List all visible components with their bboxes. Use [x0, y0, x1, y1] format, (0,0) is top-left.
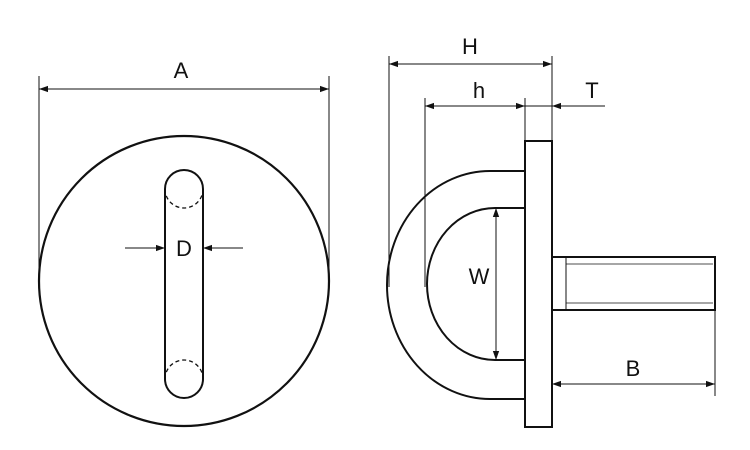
base-plate-circle	[37, 134, 331, 428]
side-view: H h T W B	[386, 34, 716, 428]
dim-label-w: W	[469, 264, 490, 289]
dim-label-d: D	[176, 236, 192, 261]
front-view: A D	[37, 58, 331, 428]
dim-label-t: T	[585, 78, 598, 103]
threaded-stud	[551, 256, 716, 311]
bail-outer-curve	[386, 170, 525, 400]
slot-outline	[164, 169, 204, 399]
plate-side-profile	[524, 140, 553, 428]
dim-label-h-lower: h	[473, 78, 485, 103]
dim-label-a: A	[174, 58, 189, 83]
slot-bottom-hidden-arc	[164, 359, 204, 380]
dim-label-h-upper: H	[462, 34, 478, 59]
bail-inner-curve	[426, 207, 525, 361]
dim-label-b: B	[626, 356, 641, 381]
slot-top-hidden-arc	[164, 188, 204, 209]
